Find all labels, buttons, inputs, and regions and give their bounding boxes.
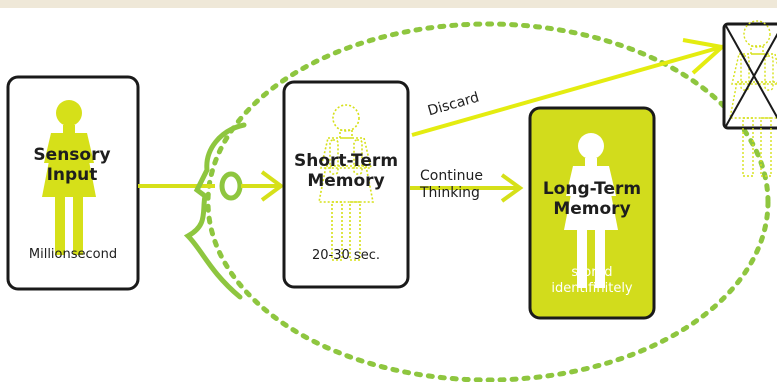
continue-label: Continue Thinking bbox=[420, 168, 483, 202]
long-term-note: stored identifinitely bbox=[530, 265, 654, 296]
discard-arrow bbox=[411, 44, 726, 137]
dotted-boundary bbox=[205, 21, 771, 382]
cross-line-2 bbox=[725, 32, 777, 127]
sensory-title-line2: Input bbox=[46, 164, 98, 185]
continue-label-line2: Thinking bbox=[420, 184, 480, 201]
continue-label-line1: Continue bbox=[420, 168, 483, 184]
sensory-title-line1: Sensory bbox=[33, 145, 111, 165]
short-term-title-line2: Memory bbox=[307, 170, 385, 191]
long-term-title: Long-Term Memory bbox=[530, 179, 654, 219]
continue-arrowhead bbox=[500, 173, 524, 203]
eye-icon bbox=[219, 171, 243, 201]
short-term-box bbox=[282, 80, 410, 289]
short-term-title-line1: Short-Term bbox=[293, 151, 399, 171]
long-term-note-line1: stored bbox=[571, 265, 613, 280]
short-term-duration: 20-30 sec. bbox=[312, 248, 380, 263]
discard-arrowhead bbox=[682, 38, 727, 75]
sensory-duration: Millionsecond bbox=[28, 247, 118, 262]
long-term-title-line1: Long-Term bbox=[542, 179, 642, 199]
long-term-note-line2: identifinitely bbox=[551, 280, 633, 296]
face-profile-icon bbox=[183, 122, 247, 300]
short-term-title: Short-Term Memory bbox=[284, 151, 408, 191]
top-strip bbox=[0, 0, 777, 8]
long-term-title-line2: Memory bbox=[553, 198, 631, 219]
sensory-title: Sensory Input bbox=[12, 145, 132, 185]
face-arrowhead bbox=[260, 170, 285, 202]
crossed-box-icon bbox=[722, 22, 777, 130]
